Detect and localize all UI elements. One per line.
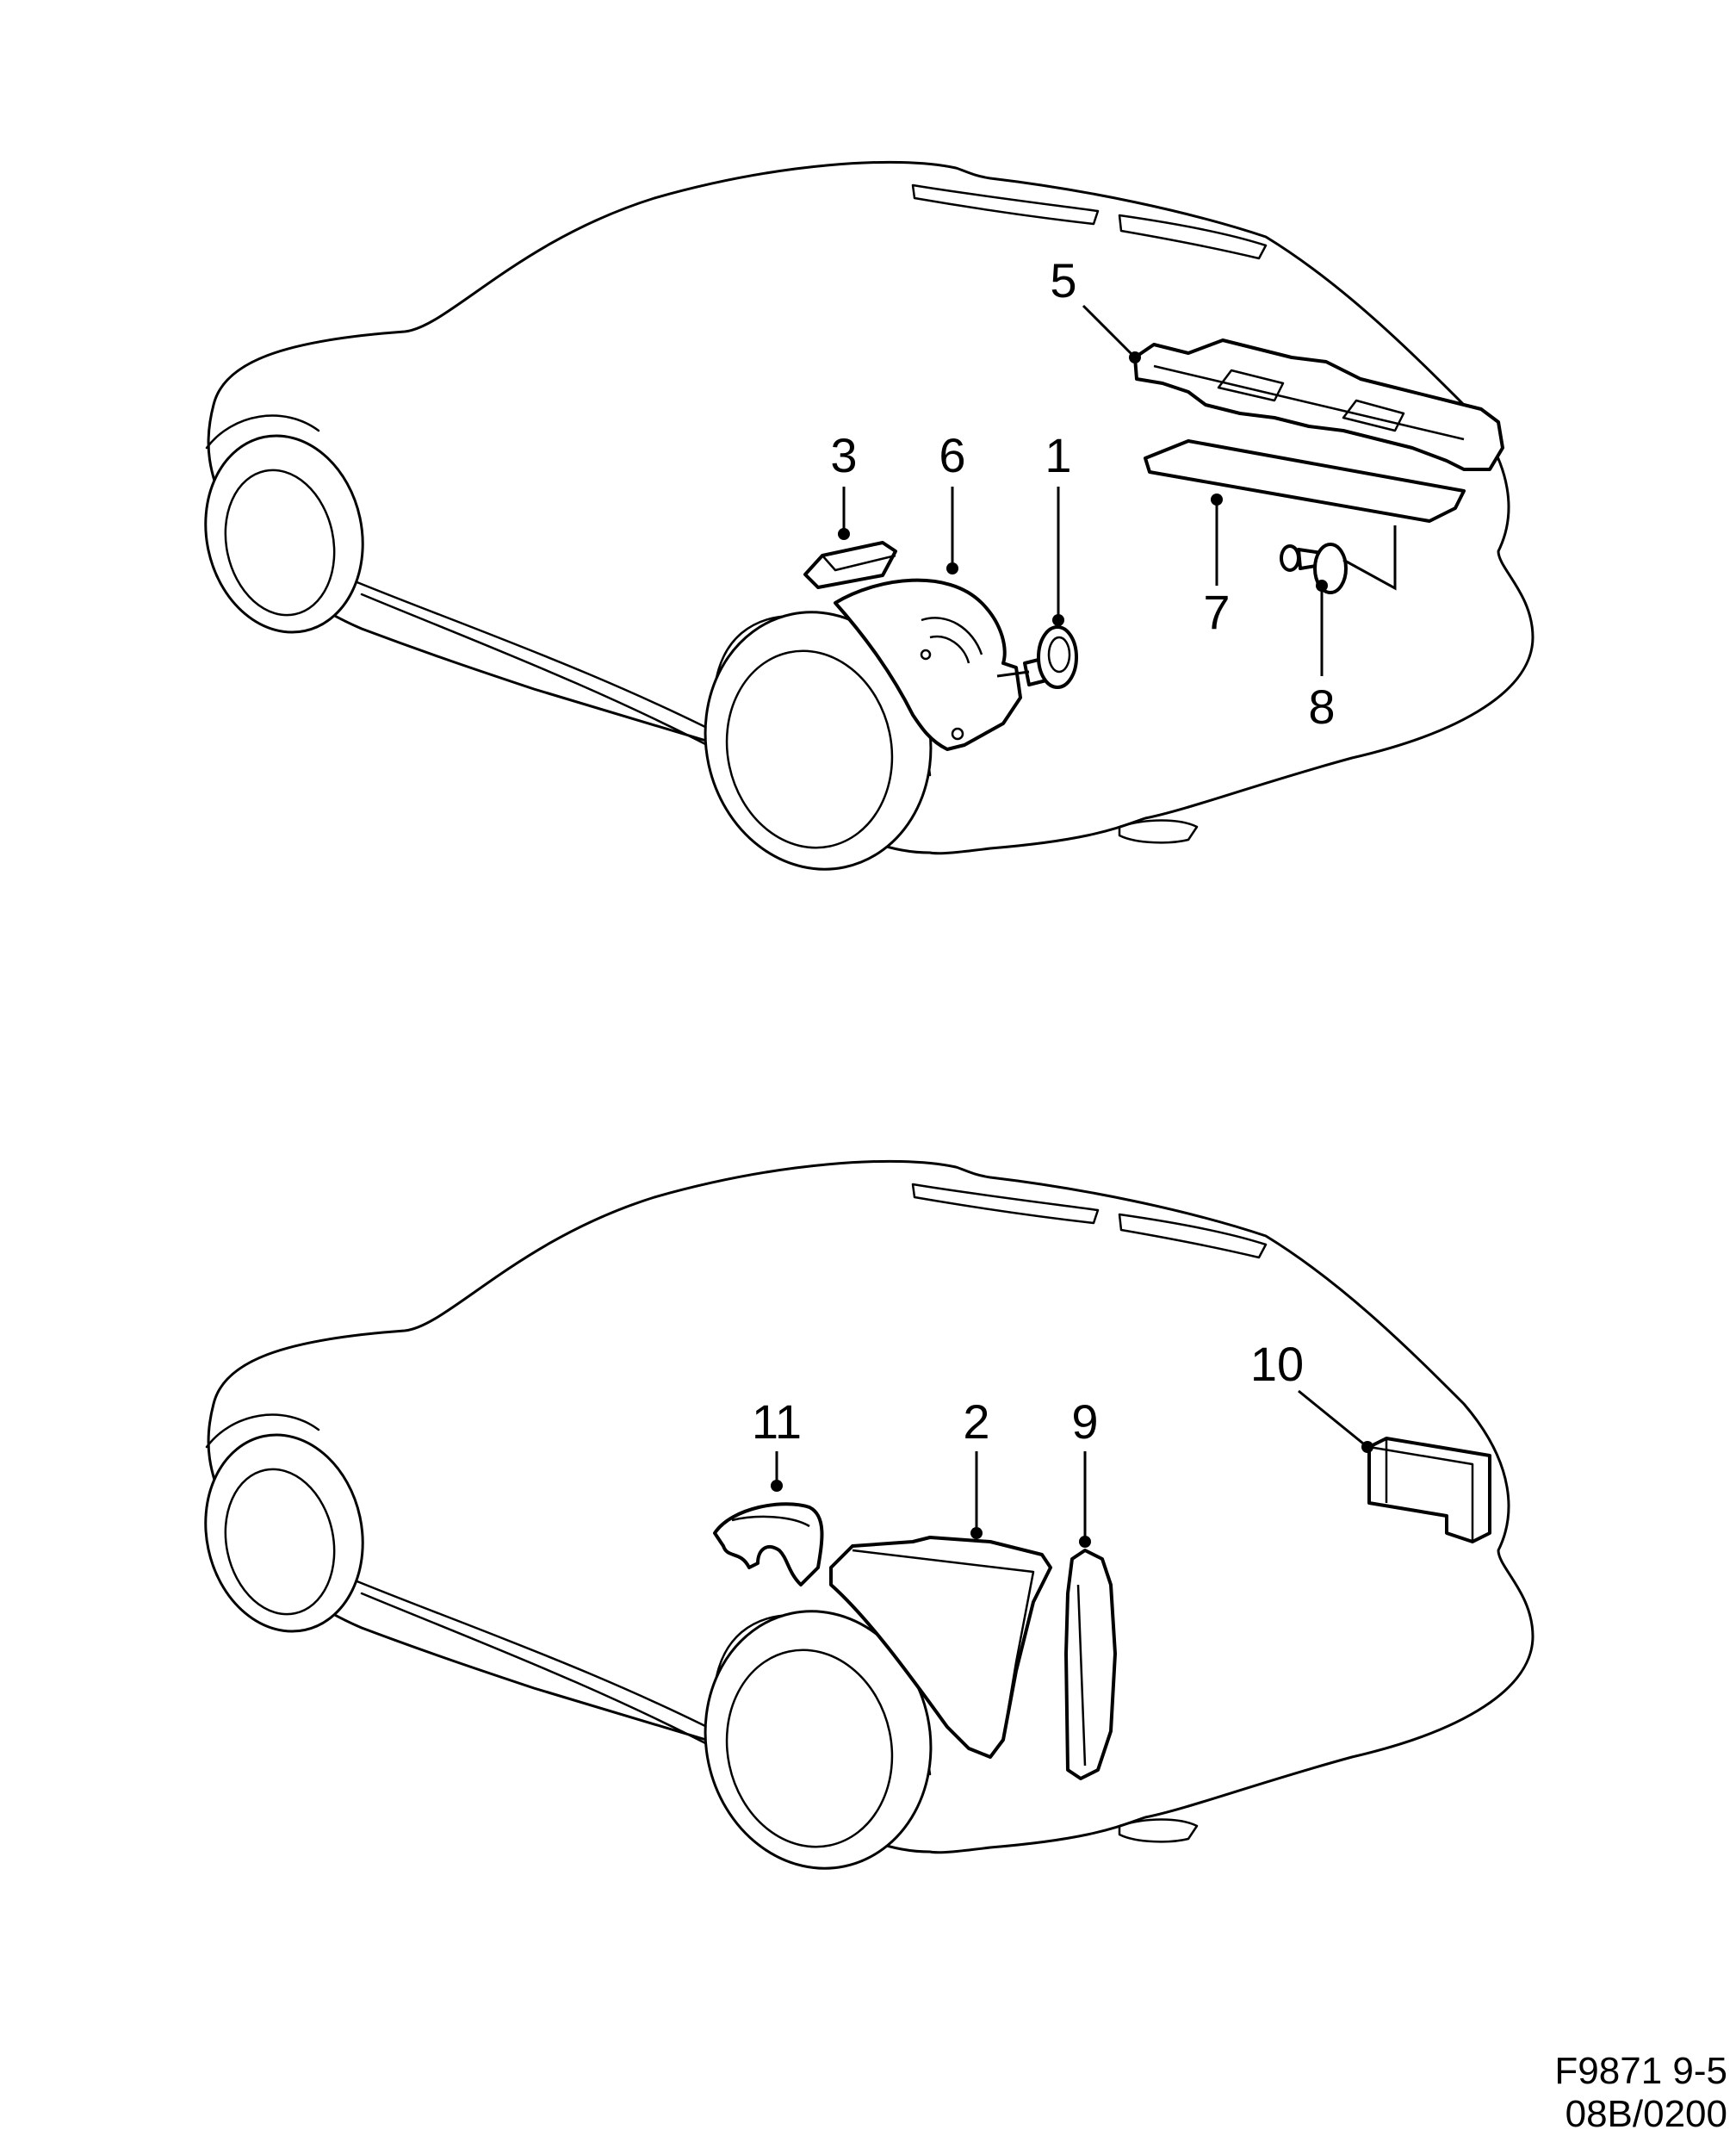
callout-2: 2	[963, 1394, 989, 1449]
callout-10: 10	[1250, 1337, 1304, 1391]
part-11-insulation	[713, 1502, 824, 1586]
drawing-number: F9871 9-5	[1554, 2050, 1727, 2092]
part-6-wheel-liner	[834, 578, 1022, 751]
callout-8: 8	[1308, 680, 1335, 734]
callouts-top: 5 3 6 1 7 8	[830, 253, 1397, 734]
drawing-revision: 08B/0200	[1565, 2093, 1727, 2135]
callout-5: 5	[1050, 253, 1076, 307]
car-body-outline-bottom	[186, 1159, 1534, 1891]
part-1-clip	[996, 625, 1078, 689]
part-3-plug	[803, 541, 897, 589]
top-car-view: 5 3 6 1 7 8	[186, 160, 1534, 892]
callout-3: 3	[830, 428, 857, 482]
part-9-insulation	[1064, 1549, 1117, 1780]
callout-1: 1	[1045, 428, 1071, 482]
callout-7: 7	[1203, 585, 1230, 639]
callout-9: 9	[1071, 1394, 1098, 1449]
car-body-outline-top	[186, 160, 1534, 892]
part-10-insulation	[1367, 1437, 1491, 1543]
part-2-insulation	[829, 1536, 1052, 1759]
callouts-bottom: 11 2 9 10	[752, 1337, 1373, 1548]
part-7-trim-panel	[1144, 439, 1466, 523]
callout-11: 11	[752, 1394, 802, 1449]
callout-6: 6	[939, 428, 965, 482]
bottom-car-view: 11 2 9 10	[186, 1159, 1534, 1891]
